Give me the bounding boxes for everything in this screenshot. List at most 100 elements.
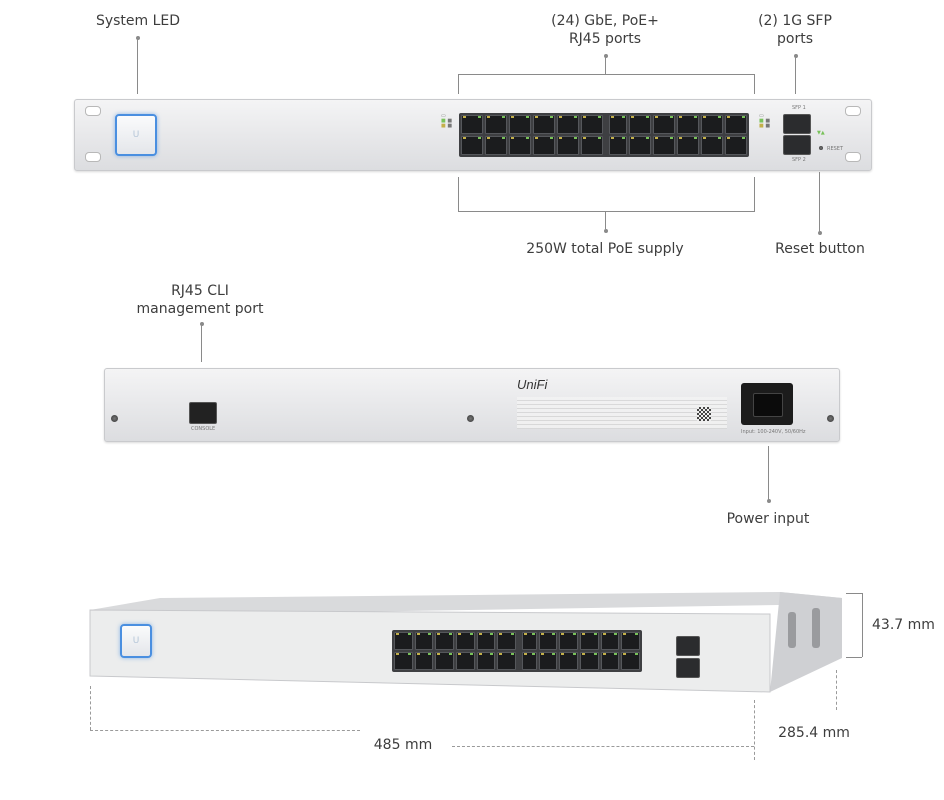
system-led-perspective: U	[120, 624, 152, 658]
rear-panel: CONSOLE UniFi Input: 100-240V, 50/60Hz	[104, 368, 840, 442]
height-dim-bottom	[846, 657, 862, 658]
side-vents	[788, 608, 820, 648]
rj45-port[interactable]	[485, 136, 507, 155]
leader-dot	[767, 499, 771, 503]
rj45-port	[600, 652, 620, 670]
rj45-port	[579, 652, 599, 670]
rj45-port-block	[459, 113, 749, 157]
label-reset: Reset button	[775, 241, 865, 257]
rj45-port[interactable]	[701, 115, 723, 134]
rj45-port[interactable]	[557, 115, 579, 134]
bracket-bottom-right	[754, 177, 755, 211]
rj45-port	[521, 632, 537, 650]
leader-line	[819, 172, 820, 232]
label-poe-ports-line2: RJ45 ports	[568, 31, 642, 47]
rj45-port[interactable]	[677, 115, 699, 134]
rj45-port[interactable]	[533, 136, 555, 155]
rj45-port	[559, 632, 578, 650]
sfp-port-2[interactable]	[783, 135, 811, 155]
rj45-port	[538, 632, 558, 650]
rack-ear-hole	[845, 152, 861, 162]
rj45-port	[621, 632, 640, 650]
front-panel: U ▭■ ■■ ■ ▭■ ■■ ■ SFP 1 SFP 2 ▼▲ RESET	[74, 99, 872, 171]
rj45-port	[559, 652, 578, 670]
rack-ear-hole	[85, 152, 101, 162]
rj45-port	[455, 652, 475, 670]
rj45-port[interactable]	[509, 115, 531, 134]
label-poe-ports-line1: (24) GbE, PoE+	[551, 13, 659, 29]
rj45-port	[476, 632, 496, 650]
width-dim-line-left	[90, 730, 360, 731]
rj45-port	[621, 652, 640, 670]
rj45-port[interactable]	[629, 136, 651, 155]
rear-screw	[111, 415, 118, 422]
rj45-port	[600, 632, 620, 650]
rj45-port	[538, 652, 558, 670]
power-rating: Input: 100-240V, 50/60Hz	[741, 429, 806, 435]
rj45-port	[394, 632, 413, 650]
rj45-port	[476, 652, 496, 670]
rj45-port	[414, 632, 434, 650]
rj45-port	[497, 632, 516, 650]
rj45-port[interactable]	[677, 136, 699, 155]
sfp2-label: SFP 2	[792, 157, 806, 163]
label-sfp-line2: ports	[777, 31, 813, 47]
bracket-bottom-left	[458, 177, 459, 211]
label-cli-port: RJ45 CLI management port	[130, 282, 270, 318]
leader-line	[795, 56, 796, 94]
label-sfp-ports: (2) 1G SFP ports	[745, 12, 845, 48]
rj45-port	[455, 632, 475, 650]
bracket-top-right	[754, 74, 755, 94]
bracket-bottom	[458, 211, 755, 212]
width-dim-right	[754, 700, 755, 760]
chassis-side	[770, 592, 842, 692]
power-inlet[interactable]	[741, 383, 793, 425]
label-cli-line1: RJ45 CLI	[171, 283, 229, 299]
chassis-top	[90, 592, 842, 616]
rj45-port	[521, 652, 537, 670]
rj45-port	[435, 632, 454, 650]
rj45-port[interactable]	[609, 115, 627, 134]
rj45-port-block-perspective	[392, 630, 642, 672]
sfp-port-1[interactable]	[783, 114, 811, 134]
height-dim-vertical	[862, 593, 863, 657]
sfp-port-perspective-1	[676, 636, 700, 656]
rj45-port[interactable]	[609, 136, 627, 155]
rj45-port	[497, 652, 516, 670]
rack-ear-hole	[85, 106, 101, 116]
console-port[interactable]	[189, 402, 217, 424]
rj45-port[interactable]	[725, 136, 747, 155]
leader-dot	[136, 36, 140, 40]
rj45-port[interactable]	[509, 136, 531, 155]
leader-line	[768, 446, 769, 500]
rj45-port[interactable]	[533, 115, 555, 134]
rj45-port[interactable]	[725, 115, 747, 134]
rj45-port[interactable]	[701, 136, 723, 155]
rj45-port[interactable]	[653, 115, 675, 134]
rj45-port[interactable]	[461, 136, 483, 155]
rj45-port[interactable]	[485, 115, 507, 134]
rj45-port[interactable]	[629, 115, 651, 134]
rj45-port[interactable]	[581, 115, 603, 134]
rj45-port	[394, 652, 413, 670]
height-dim-top	[846, 593, 862, 594]
qr-code-icon	[697, 407, 711, 421]
leader-dot	[818, 231, 822, 235]
rj45-port[interactable]	[653, 136, 675, 155]
label-width: 485 mm	[373, 737, 433, 753]
rj45-port[interactable]	[557, 136, 579, 155]
bracket-top	[458, 74, 754, 75]
rj45-port[interactable]	[461, 115, 483, 134]
leader-line	[605, 56, 606, 74]
ubiquiti-logo-icon: U	[132, 636, 140, 646]
leader-dot	[604, 229, 608, 233]
reset-button[interactable]	[819, 146, 823, 150]
rj45-port	[435, 652, 454, 670]
width-dim-left	[90, 686, 91, 730]
console-label: CONSOLE	[191, 426, 216, 432]
rj45-port[interactable]	[581, 136, 603, 155]
label-height: 43.7 mm	[872, 617, 935, 633]
label-poe-supply: 250W total PoE supply	[526, 241, 684, 257]
sfp-legend: ▭■ ■■ ■	[759, 113, 771, 129]
label-power-input: Power input	[726, 511, 810, 527]
